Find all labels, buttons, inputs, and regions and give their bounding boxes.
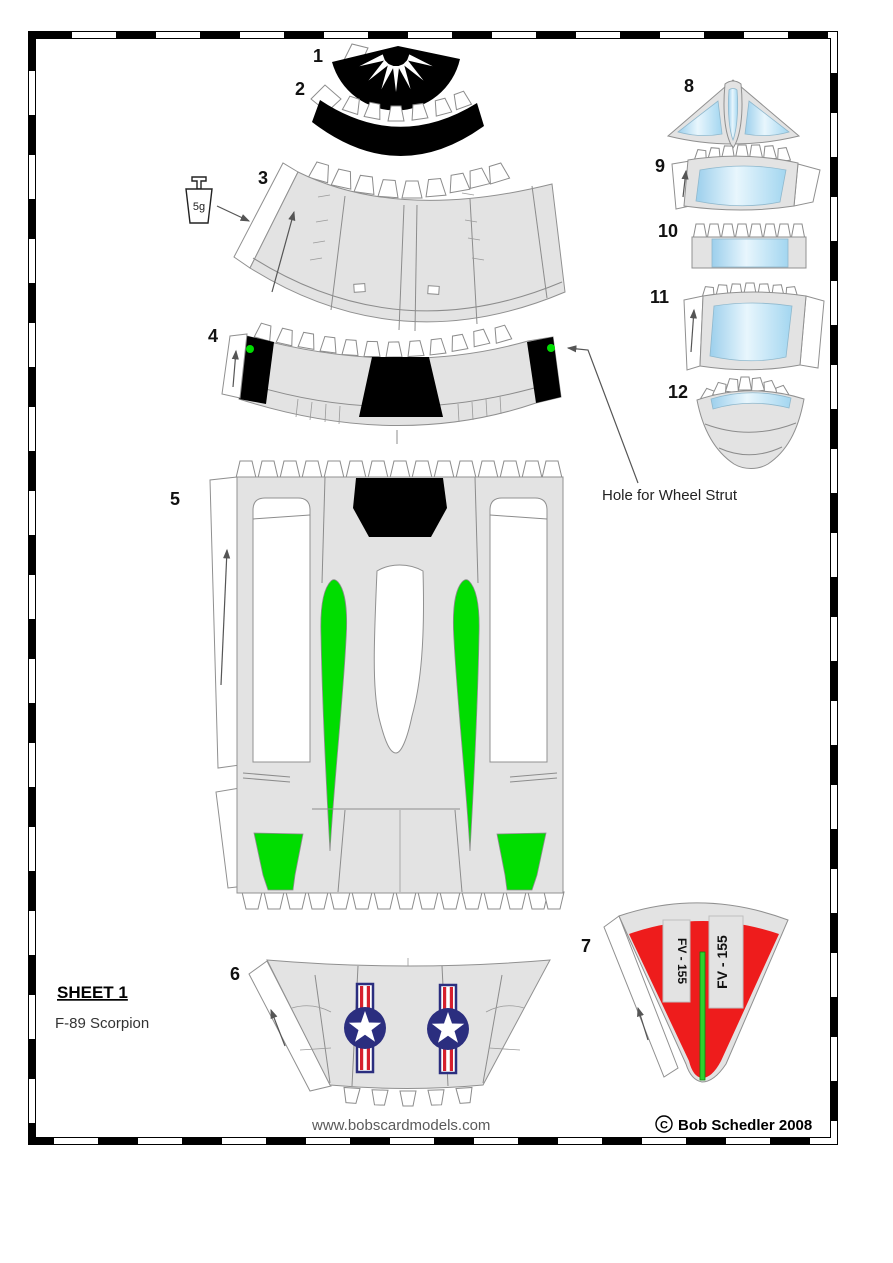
sheet-title: SHEET 1 — [57, 983, 128, 1002]
side-slits — [242, 772, 558, 783]
direction-arrow — [681, 169, 689, 198]
green-exhaust — [253, 832, 304, 891]
part-number: 5 — [170, 489, 180, 509]
weight-label: 5g — [193, 201, 205, 213]
wheel-strut-hole — [547, 344, 555, 352]
part-number: 9 — [655, 156, 665, 176]
pointer-arrow — [566, 345, 639, 484]
weight-icon: 5g — [185, 176, 213, 224]
part-number: 2 — [295, 79, 305, 99]
weight-pointer-arrow — [216, 205, 251, 222]
canopy-glass — [727, 88, 739, 142]
glue-flap — [603, 915, 679, 1078]
intake-rays — [359, 54, 433, 92]
panel-ticks — [295, 395, 502, 425]
part-8-windscreen: 8 — [666, 76, 801, 149]
canopy-glass — [695, 165, 787, 207]
copyright-text: Bob Schedler 2008 — [678, 1117, 812, 1134]
model-name: F-89 Scorpion — [55, 1015, 149, 1032]
wheel-well-cutout — [252, 497, 311, 763]
part-11-rear-canopy: 11 — [650, 282, 825, 371]
part-number: 4 — [208, 326, 218, 346]
part-5-main-fuselage: 5 — [170, 460, 565, 910]
part-4-wheel-well-ring: 4 — [208, 321, 562, 444]
direction-arrow — [637, 1006, 649, 1041]
fin-green-stripe — [699, 951, 706, 1081]
part-3-forward-fuselage: 3 5g — [185, 160, 566, 332]
direction-arrow — [270, 1008, 286, 1047]
canopy-glass — [709, 302, 793, 362]
copyright-symbol: C — [660, 1120, 668, 1132]
part-9-canopy-section: 9 — [655, 144, 821, 211]
wheel-strut-annotation: Hole for Wheel Strut — [566, 345, 738, 504]
slot-mark — [353, 283, 366, 293]
part-2-nose-ring: 2 — [295, 79, 484, 157]
part-10-canopy-band: 10 — [658, 221, 807, 269]
fin-marking: FV - 155 — [714, 935, 730, 989]
canopy-glass — [677, 100, 723, 136]
green-blade — [320, 579, 347, 852]
part-number: 11 — [650, 287, 669, 307]
part-6-belly-panel: 6 — [230, 958, 551, 1107]
direction-arrow — [271, 210, 296, 293]
page-border — [28, 31, 838, 1145]
wheel-strut-hole — [246, 345, 254, 353]
canopy-glass — [711, 238, 789, 268]
direction-arrow — [220, 548, 231, 686]
part-number: 10 — [658, 221, 678, 241]
copyright-icon — [655, 1115, 673, 1133]
part-number: 1 — [313, 46, 323, 66]
canopy-glass — [710, 392, 792, 410]
copyright: C Bob Schedler 2008 — [655, 1115, 812, 1134]
green-blade — [453, 579, 480, 852]
wheel-strut-note: Hole for Wheel Strut — [602, 487, 738, 504]
part-7-tail-fin: FV - 155 FV - 155 7 — [581, 902, 789, 1083]
part-number: 3 — [258, 168, 268, 188]
part-12-tail-fairing: 12 — [668, 376, 805, 469]
wheel-well-cutout — [489, 497, 548, 763]
website-text: www.bobscardmodels.com — [311, 1117, 490, 1134]
part-number: 7 — [581, 936, 591, 956]
green-exhaust — [496, 832, 547, 891]
part-number: 12 — [668, 382, 688, 402]
slot-mark — [427, 285, 440, 295]
glue-flap — [793, 163, 821, 207]
part-number: 8 — [684, 76, 694, 96]
part-number: 6 — [230, 964, 240, 984]
fin-marking: FV - 155 — [675, 938, 689, 984]
canopy-glass — [744, 100, 790, 136]
direction-arrow — [689, 308, 697, 353]
rivet-ticks — [309, 192, 485, 261]
part-1-intake-disc: 1 — [313, 43, 460, 111]
center-cutout — [373, 564, 425, 754]
sheet-info: SHEET 1 F-89 Scorpion — [55, 983, 149, 1032]
glue-flap — [209, 476, 241, 769]
direction-arrow — [231, 349, 239, 388]
